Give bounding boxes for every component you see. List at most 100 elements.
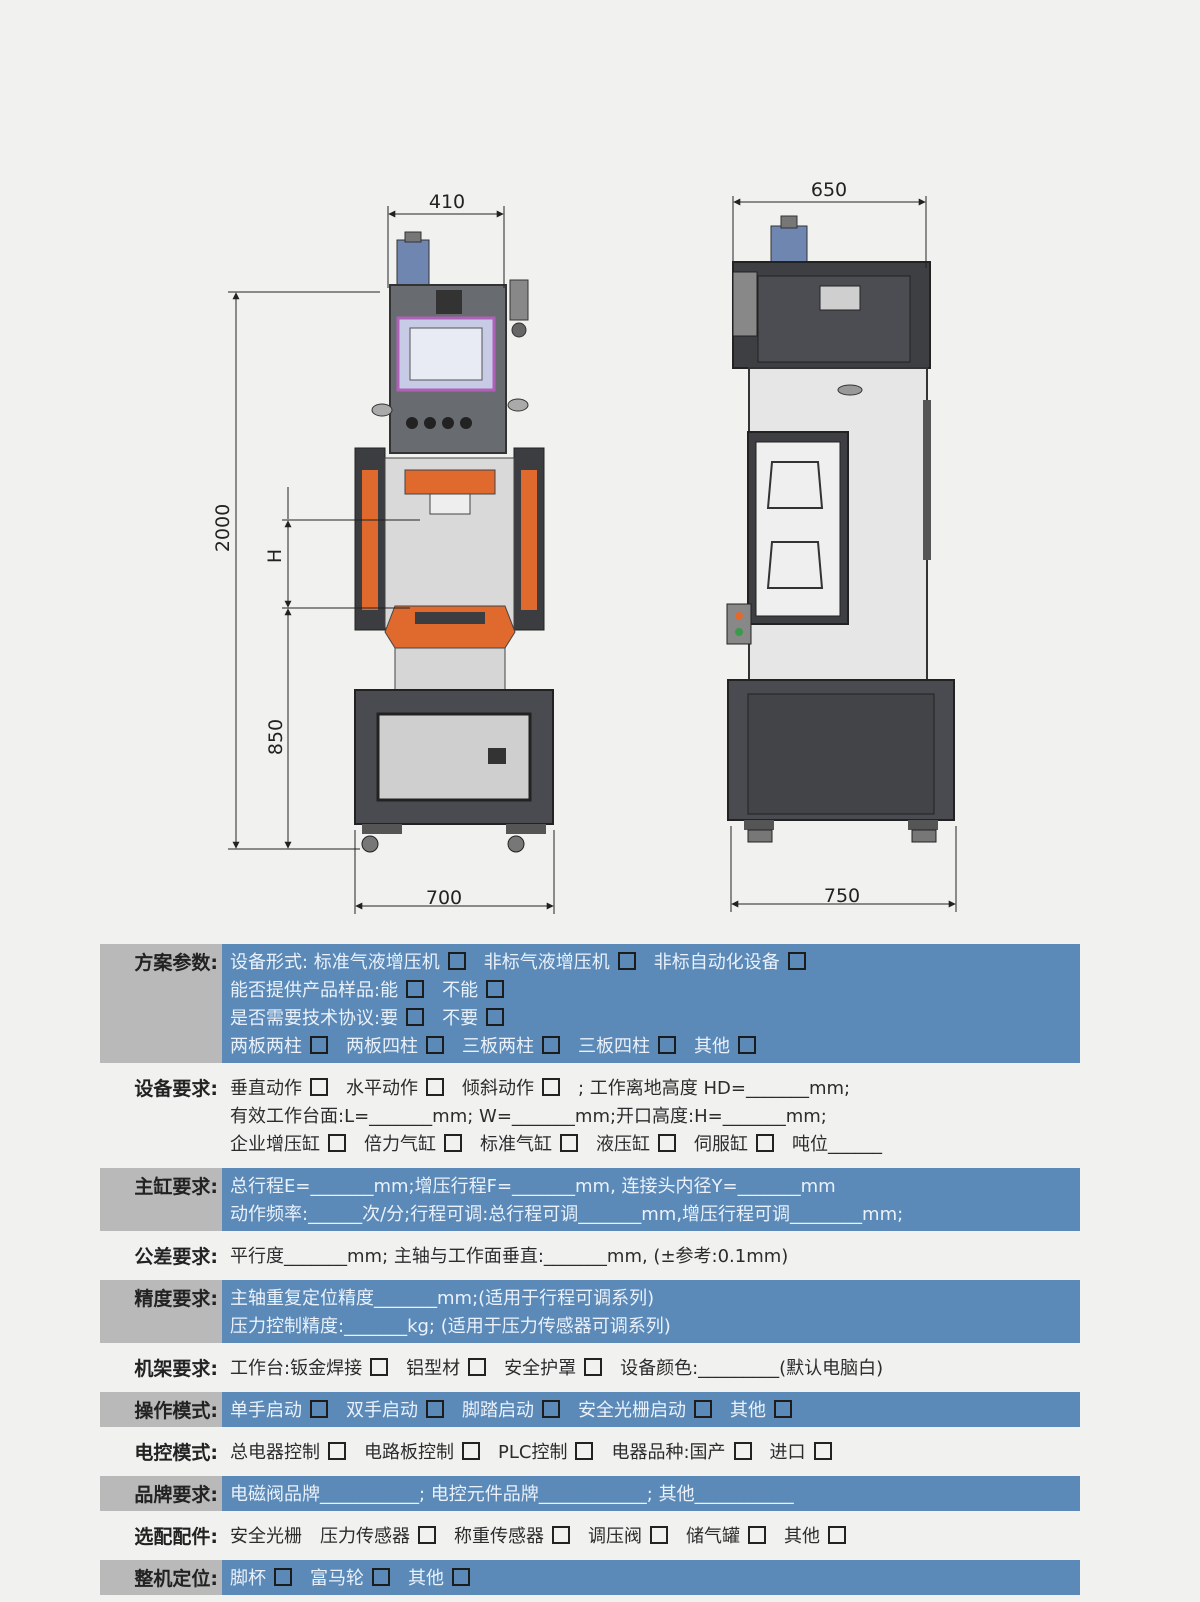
dim-750: 750 — [824, 885, 860, 907]
side-view: 650 750 — [726, 179, 957, 912]
option-checkbox[interactable] — [617, 952, 636, 970]
form-item: PLC控制 — [498, 1438, 594, 1464]
form-item: 富马轮 — [310, 1564, 390, 1590]
option-checkbox[interactable] — [774, 1400, 792, 1418]
option-label: 双手启动 — [346, 1400, 418, 1421]
form-line: 有效工作台面:L=_______mm; W=_______mm;开口高度:H=_… — [230, 1101, 1072, 1129]
option-checkbox[interactable] — [748, 1526, 766, 1544]
section-body: 电磁阀品牌___________; 电控元件品牌____________; 其他… — [222, 1476, 1080, 1511]
option-checkbox[interactable] — [542, 1078, 560, 1096]
option-label: 伺服缸 — [694, 1134, 748, 1155]
option-checkbox[interactable] — [406, 1008, 425, 1026]
option-checkbox[interactable] — [486, 1008, 505, 1026]
option-label: ; 工作离地高度 HD=_______mm; — [578, 1078, 851, 1099]
spec-section: 整机定位: 脚杯 富马轮 其他 — [100, 1560, 1080, 1595]
option-label: 倍力气缸 — [364, 1134, 436, 1155]
section-body: 平行度_______mm; 主轴与工作面垂直:_______mm, (±参考:0… — [222, 1238, 1080, 1273]
option-checkbox[interactable] — [658, 1134, 676, 1152]
option-checkbox[interactable] — [658, 1036, 676, 1054]
option-checkbox[interactable] — [444, 1134, 462, 1152]
option-checkbox[interactable] — [813, 1442, 832, 1460]
option-label: 电器品种:国产 — [611, 1442, 726, 1463]
form-item: 倾斜动作 — [462, 1074, 560, 1100]
option-label: PLC控制 — [498, 1442, 568, 1463]
option-checkbox[interactable] — [328, 1134, 346, 1152]
spec-section: 方案参数:设备形式: 标准气液增压机非标气液增压机非标自动化设备能否提供产品样品… — [100, 944, 1080, 1063]
option-label: 脚踏启动 — [462, 1400, 534, 1421]
option-checkbox[interactable] — [274, 1568, 292, 1586]
option-checkbox[interactable] — [406, 980, 425, 998]
option-checkbox[interactable] — [694, 1400, 712, 1418]
spec-section: 选配配件:安全光栅压力传感器称重传感器调压阀储气罐其他 — [100, 1518, 1080, 1553]
form-item: 铝型材 — [406, 1354, 487, 1380]
option-checkbox[interactable] — [756, 1134, 774, 1152]
section-label: 选配配件: — [134, 1526, 218, 1548]
option-checkbox[interactable] — [738, 1036, 756, 1054]
form-line: 两板两柱两板四柱三板两柱三板四柱其他 — [230, 1031, 1072, 1059]
option-checkbox[interactable] — [426, 1400, 444, 1418]
option-checkbox[interactable] — [560, 1134, 578, 1152]
option-checkbox[interactable] — [372, 1568, 390, 1586]
form-item: 压力控制精度:_______kg; (适用于压力传感器可调系列) — [230, 1312, 671, 1338]
option-checkbox[interactable] — [310, 1036, 328, 1054]
option-checkbox[interactable] — [310, 1400, 328, 1418]
option-checkbox[interactable] — [733, 1442, 752, 1460]
option-checkbox[interactable] — [418, 1526, 436, 1544]
option-checkbox[interactable] — [542, 1036, 560, 1054]
option-checkbox[interactable] — [426, 1078, 444, 1096]
option-checkbox[interactable] — [426, 1036, 444, 1054]
form-line: 平行度_______mm; 主轴与工作面垂直:_______mm, (±参考:0… — [230, 1241, 1072, 1269]
form-item: 进口 — [770, 1438, 832, 1464]
option-checkbox[interactable] — [468, 1358, 487, 1376]
option-checkbox[interactable] — [370, 1358, 389, 1376]
form-item: 平行度_______mm; 主轴与工作面垂直:_______mm, (±参考:0… — [230, 1242, 788, 1268]
form-line: 总行程E=_______mm;增压行程F=_______mm, 连接头内径Y=_… — [230, 1171, 1072, 1199]
form-item: 双手启动 — [346, 1396, 444, 1422]
spec-section: 主缸要求:总行程E=_______mm;增压行程F=_______mm, 连接头… — [100, 1168, 1080, 1231]
form-item: 水平动作 — [346, 1074, 444, 1100]
option-label: 储气罐 — [686, 1526, 740, 1547]
dim-700: 700 — [426, 887, 462, 909]
section-body: 设备形式: 标准气液增压机非标气液增压机非标自动化设备能否提供产品样品:能不能是… — [222, 944, 1080, 1063]
option-label: 电路板控制 — [364, 1442, 454, 1463]
option-label: 压力传感器 — [320, 1526, 410, 1547]
option-checkbox[interactable] — [542, 1400, 560, 1418]
form-item: 液压缸 — [596, 1130, 676, 1156]
section-body: 工作台:钣金焊接铝型材安全护罩设备颜色:_________(默认电脑白) — [222, 1350, 1080, 1385]
option-label: 总行程E=_______mm;增压行程F=_______mm, 连接头内径Y=_… — [230, 1176, 836, 1197]
form-line: 设备形式: 标准气液增压机非标气液增压机非标自动化设备 — [230, 947, 1072, 975]
section-label: 整机定位: — [100, 1560, 222, 1595]
section-body: 垂直动作水平动作倾斜动作 ; 工作离地高度 HD=_______mm;有效工作台面… — [222, 1070, 1080, 1161]
form-item: 垂直动作 — [230, 1074, 328, 1100]
option-label: 其他 — [408, 1568, 444, 1589]
option-checkbox[interactable] — [328, 1442, 346, 1460]
option-checkbox[interactable] — [552, 1526, 570, 1544]
option-checkbox[interactable] — [462, 1442, 480, 1460]
option-checkbox[interactable] — [310, 1078, 328, 1096]
form-line: 工作台:钣金焊接铝型材安全护罩设备颜色:_________(默认电脑白) — [230, 1353, 1072, 1381]
form-line: 脚杯 富马轮 其他 — [230, 1563, 1072, 1591]
option-checkbox[interactable] — [787, 952, 806, 970]
section-label: 机架要求: — [134, 1358, 218, 1380]
option-label: 设备颜色:_________(默认电脑白) — [620, 1358, 884, 1379]
form-item: 不能 — [442, 976, 505, 1002]
form-item: 称重传感器 — [454, 1522, 570, 1548]
option-checkbox[interactable] — [575, 1442, 594, 1460]
option-checkbox[interactable] — [828, 1526, 846, 1544]
form-line: 安全光栅压力传感器称重传感器调压阀储气罐其他 — [230, 1521, 1072, 1549]
form-item: 主轴重复定位精度_______mm;(适用于行程可调系列) — [230, 1284, 654, 1310]
option-checkbox[interactable] — [584, 1358, 603, 1376]
option-checkbox[interactable] — [447, 952, 466, 970]
option-label: 安全光栅启动 — [578, 1400, 686, 1421]
option-checkbox[interactable] — [486, 980, 505, 998]
form-item: 电路板控制 — [364, 1438, 480, 1464]
form-item: 安全光栅启动 — [578, 1396, 712, 1422]
option-checkbox[interactable] — [650, 1526, 668, 1544]
form-item: 伺服缸 — [694, 1130, 774, 1156]
option-label: 脚杯 — [230, 1568, 266, 1589]
section-body: 主轴重复定位精度_______mm;(适用于行程可调系列)压力控制精度:____… — [222, 1280, 1080, 1343]
option-checkbox[interactable] — [452, 1568, 470, 1586]
option-label: 富马轮 — [310, 1568, 364, 1589]
spec-section: 设备要求:垂直动作水平动作倾斜动作; 工作离地高度 HD=_______mm;有… — [100, 1070, 1080, 1161]
